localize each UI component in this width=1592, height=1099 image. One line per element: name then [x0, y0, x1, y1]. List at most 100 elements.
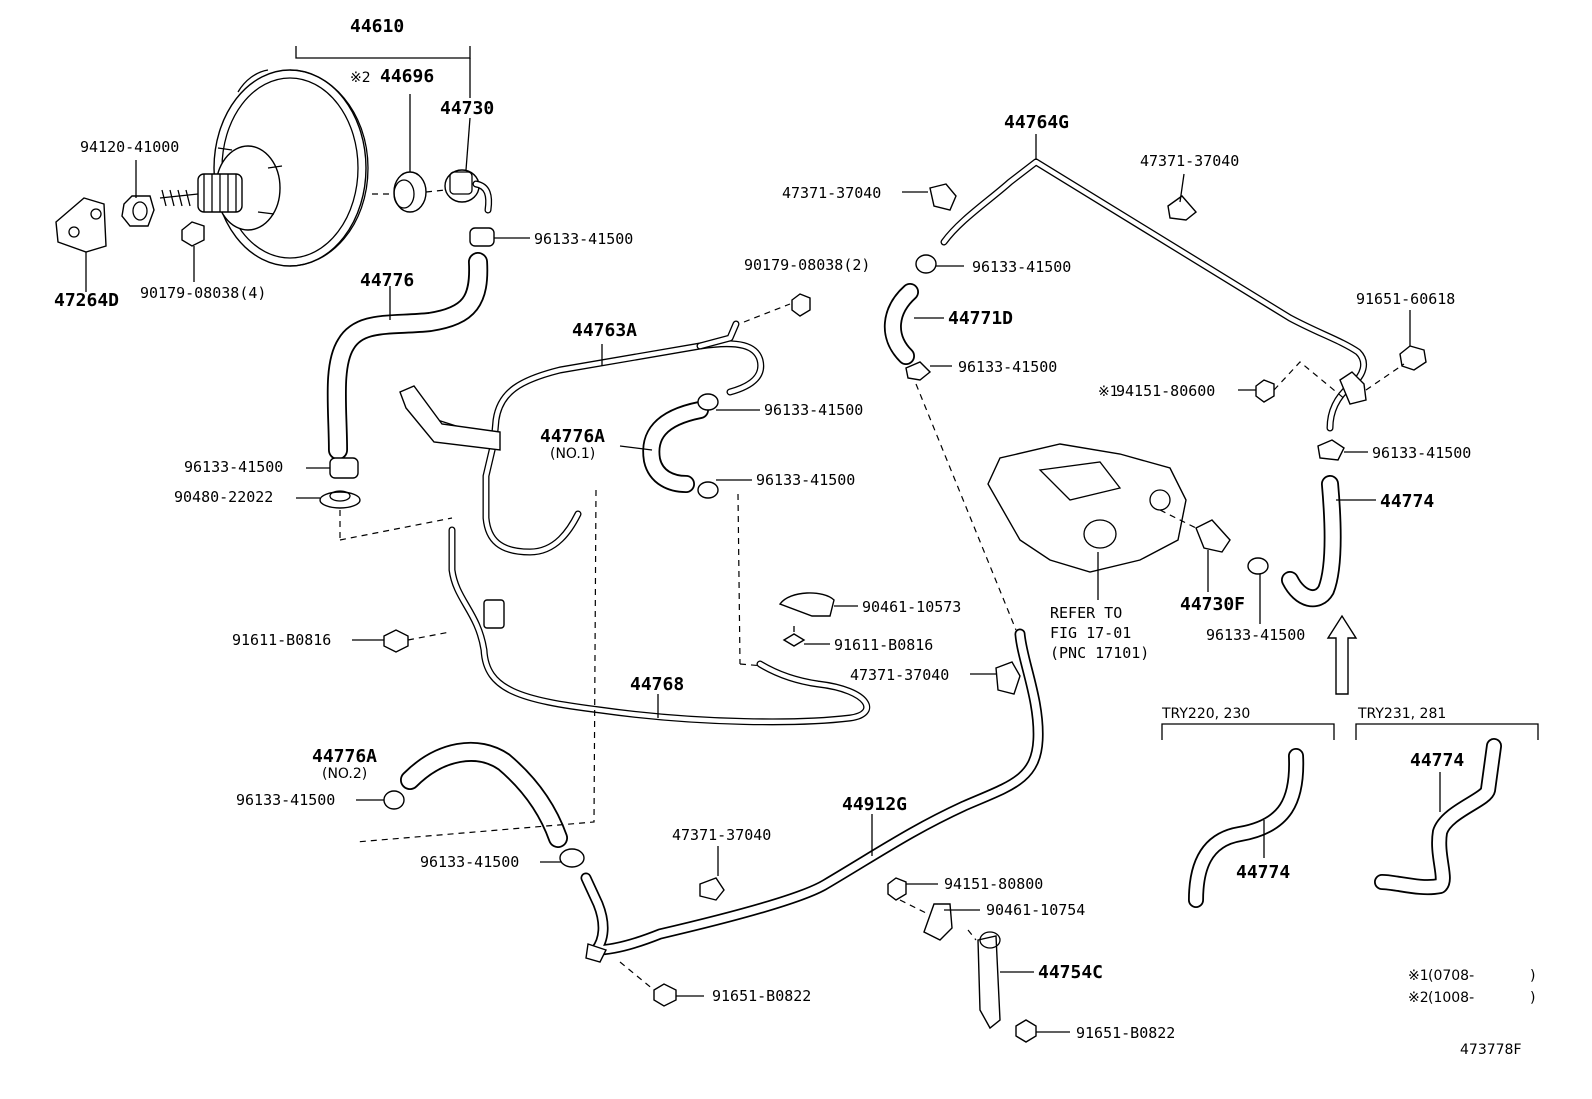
label-44768: 44768 [630, 674, 684, 695]
label-44730: 44730 [440, 98, 494, 119]
label-47371-37040-a: 47371-37040 [850, 666, 949, 684]
footnote-1-mark: ※1 [1408, 968, 1429, 984]
grommet-90480 [319, 490, 361, 509]
hose-clamp-b [329, 457, 359, 479]
label-96133-41500-e: 96133-41500 [236, 791, 335, 809]
label-90480-22022: 90480-22022 [174, 488, 273, 506]
bolt-91651-b [1015, 1019, 1037, 1043]
hose-clamp-j [1247, 557, 1269, 575]
variant-label-left: TRY220, 230 [1161, 706, 1250, 722]
label-94120-41000: 94120-41000 [80, 138, 179, 156]
hose-clamp-a [469, 227, 495, 247]
clip-47371-a [995, 661, 1021, 695]
label-91651-B0822-a: 91651-B0822 [712, 987, 811, 1005]
vacuum-hose-44774-variant-a [1188, 748, 1305, 908]
nut-94151-80800 [887, 877, 907, 901]
footnote-2-mark: ※2 [1408, 990, 1429, 1006]
label-44776A-no2-sub: (NO.2) [322, 766, 367, 782]
vacuum-hose-44774-variant-b [1374, 738, 1502, 896]
vacuum-hose-44774 [1281, 475, 1342, 608]
variant-bracket-right [1355, 723, 1539, 740]
label-47264D: 47264D [54, 290, 119, 311]
nut-90179-2 [791, 293, 811, 317]
leader-lines [85, 46, 1441, 1033]
vacuum-pipe-44763A [399, 320, 765, 556]
note-mark-44696: ※2 [350, 70, 371, 86]
refer-note-line1: REFER TO [1050, 604, 1122, 622]
clip-47371-c [929, 183, 957, 211]
label-94151-80800: 94151-80800 [944, 875, 1043, 893]
label-91651-B0822-b: 91651-B0822 [1076, 1024, 1175, 1042]
vacuum-pipe-44768 [448, 526, 871, 726]
label-44764G: 44764G [1004, 112, 1069, 133]
hose-clamp-h [905, 361, 932, 381]
intake-manifold-reference [987, 443, 1187, 573]
footnote-1-text: (0708- [1428, 968, 1474, 984]
label-44776A-no2: 44776A [312, 746, 377, 767]
label-44610: 44610 [350, 16, 404, 37]
label-44774-variant-a: 44774 [1236, 862, 1290, 883]
clip-47371-b [699, 877, 725, 901]
flow-arrow [1326, 614, 1358, 695]
footnote-2-close: ) [1530, 990, 1535, 1006]
footnote-2-text: (1008- [1428, 990, 1474, 1006]
variant-bracket-left [1161, 723, 1335, 740]
label-90179-08038-4: 90179-08038(4) [140, 284, 266, 302]
label-91611-B0816-a: 91611-B0816 [232, 631, 331, 649]
brake-booster-44610 [159, 69, 369, 267]
clamp-90461-10573 [778, 592, 835, 617]
label-44776: 44776 [360, 270, 414, 291]
label-44730F: 44730F [1180, 594, 1245, 615]
nut-94151-80600 [1255, 379, 1275, 403]
hose-clamp-d [697, 481, 719, 499]
label-96133-41500-f: 96133-41500 [420, 853, 519, 871]
variant-label-right: TRY231, 281 [1357, 706, 1446, 722]
bracket-44754C [977, 931, 1001, 1030]
label-44696: 44696 [380, 66, 434, 87]
label-47371-37040-b: 47371-37040 [672, 826, 771, 844]
label-96133-41500-g: 96133-41500 [972, 258, 1071, 276]
label-96133-41500-d: 96133-41500 [756, 471, 855, 489]
bolt-91611-b [782, 626, 806, 647]
grommet-44696 [393, 171, 427, 213]
union-44730F [1195, 519, 1231, 553]
vacuum-hose-44776A-no1 [642, 401, 709, 493]
hose-clamp-e [383, 790, 405, 810]
label-44774-variant-b: 44774 [1410, 750, 1464, 771]
label-44776A-no1: 44776A [540, 426, 605, 447]
label-44912G: 44912G [842, 794, 907, 815]
label-44774: 44774 [1380, 491, 1434, 512]
label-47371-37040-d: 47371-37040 [1140, 152, 1239, 170]
footnote-1-close: ) [1530, 968, 1535, 984]
clevis-nut-94120 [121, 195, 155, 227]
label-44763A: 44763A [572, 320, 637, 341]
label-94151-80600: 94151-80600 [1116, 382, 1215, 400]
label-96133-41500-h: 96133-41500 [958, 358, 1057, 376]
vacuum-hose-44771D [884, 283, 919, 365]
vacuum-pipe-44912G [580, 628, 1044, 963]
label-96133-41500-i: 96133-41500 [1372, 444, 1471, 462]
vacuum-hose-44776A-no2 [400, 741, 568, 848]
figure-id: 473778F [1460, 1042, 1522, 1058]
note-mark-94151-80600: ※1 [1098, 384, 1119, 400]
clamp-90461-10754 [923, 903, 953, 941]
bolt-91651-a [653, 983, 677, 1007]
hose-clamp-g [915, 254, 937, 274]
label-91651-60618: 91651-60618 [1356, 290, 1455, 308]
label-90461-10754: 90461-10754 [986, 901, 1085, 919]
bolt-91611-a [383, 629, 409, 653]
label-44754C: 44754C [1038, 962, 1103, 983]
label-91611-B0816-b: 91611-B0816 [834, 636, 933, 654]
label-96133-41500-j: 96133-41500 [1206, 626, 1305, 644]
vacuum-hose-44776 [326, 252, 489, 460]
refer-note-line2: FIG 17-01 [1050, 624, 1131, 642]
hose-clamp-f [559, 848, 585, 868]
label-44771D: 44771D [948, 308, 1013, 329]
label-44776A-no1-sub: (NO.1) [550, 446, 595, 462]
label-90179-08038-2: 90179-08038(2) [744, 256, 870, 274]
label-96133-41500-a: 96133-41500 [534, 230, 633, 248]
clevis-47264D [55, 197, 107, 253]
hose-clamp-i [1317, 439, 1345, 461]
